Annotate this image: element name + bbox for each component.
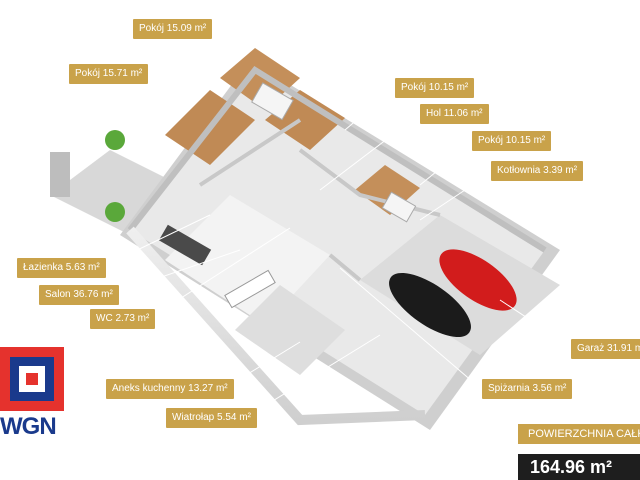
room-label-garaz: Garaż 31.91 m² bbox=[571, 339, 640, 359]
room-label-wc: WC 2.73 m² bbox=[90, 309, 156, 329]
car-red bbox=[439, 249, 517, 311]
inner-wall-1 bbox=[198, 118, 302, 187]
room-label-aneks-kuchenny: Aneks kuchenny 13.27 m² bbox=[106, 379, 234, 399]
room-label-wiatrolap: Wiatrołap 5.54 m² bbox=[166, 408, 257, 428]
room-label-pokoj-2: Pokój 15.71 m² bbox=[69, 64, 149, 84]
sofa bbox=[158, 224, 212, 266]
wgn-logo: WGN bbox=[0, 347, 66, 440]
plant-2 bbox=[105, 202, 125, 222]
room-label-pokoj-3: Pokój 10.15 m² bbox=[395, 78, 475, 98]
plant-1 bbox=[105, 130, 125, 150]
room-label-lazienka: Łazienka 5.63 m² bbox=[17, 258, 106, 278]
room-label-salon: Salon 36.76 m² bbox=[39, 285, 119, 305]
total-area-value: 164.96 m² bbox=[518, 454, 640, 480]
bed-2 bbox=[381, 191, 417, 223]
room-label-kotlownia: Kotłownia 3.39 m² bbox=[491, 161, 584, 181]
kitchen-floor bbox=[235, 285, 345, 375]
room-label-pokoj-1: Pokój 15.09 m² bbox=[133, 19, 213, 39]
room-label-hol: Hol 11.06 m² bbox=[420, 104, 489, 124]
dining-table bbox=[224, 269, 276, 309]
bed-1 bbox=[251, 82, 294, 121]
car-black bbox=[389, 272, 471, 338]
inner-wall-3 bbox=[328, 253, 362, 282]
leader-lines bbox=[99, 27, 571, 419]
outer-walls bbox=[127, 66, 547, 253]
room-label-spizarnia: Spiżarnia 3.56 m² bbox=[482, 379, 573, 399]
room-label-pokoj-4: Pokój 10.15 m² bbox=[472, 131, 552, 151]
logo-text: WGN bbox=[0, 413, 57, 440]
terrace-wall bbox=[50, 152, 70, 197]
logo-mark bbox=[0, 347, 64, 411]
front-wall bbox=[126, 226, 426, 426]
total-area-label: POWIERZCHNIA CAŁKOWITA bbox=[518, 424, 640, 444]
